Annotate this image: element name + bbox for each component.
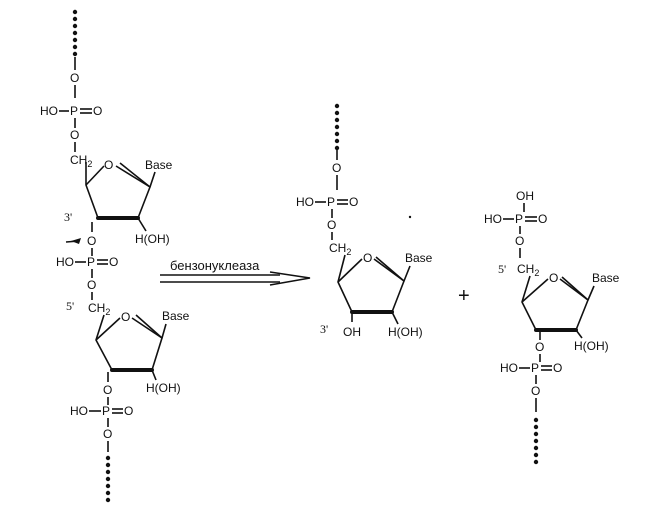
prime-5-label: 5' (498, 262, 506, 276)
atom-o: O (70, 71, 79, 85)
base-label: Base (592, 271, 620, 285)
atom-o: O (109, 255, 118, 269)
atom-ho: HO (484, 212, 502, 226)
atom-o: O (103, 383, 112, 397)
atom-o: O (553, 361, 562, 375)
atom-o: O (93, 104, 102, 118)
h-oh-label: H(OH) (146, 381, 181, 395)
atom-p: P (70, 104, 78, 118)
atom-ho: HO (40, 104, 58, 118)
ring-oxygen: O (549, 271, 558, 285)
chain-dots-bottom (105, 455, 111, 503)
reaction-arrow: бензонуклеаза (160, 258, 311, 286)
chain-dots-bottom (533, 417, 539, 465)
atom-p: P (531, 361, 539, 375)
atom-o: O (531, 384, 540, 398)
atom-ch2: CH2 (329, 241, 351, 257)
left-chain: O HO P O O CH2 O Base H(OH) 3' O HO P (40, 9, 190, 503)
atom-o: O (103, 427, 112, 441)
h-oh-label: H(OH) (574, 339, 609, 353)
atom-o: O (515, 234, 524, 248)
atom-p: P (515, 212, 523, 226)
atom-ho: HO (70, 404, 88, 418)
chain-dots-top (72, 9, 78, 57)
prime-3-label: 3' (64, 210, 72, 224)
h-oh-label: H(OH) (135, 232, 170, 246)
atom-ho: HO (296, 195, 314, 209)
atom-ch2: CH2 (70, 153, 92, 169)
product-2: OH HO P O O 5' CH2 O Base H(OH) O HO P O… (484, 189, 620, 465)
ring-oxygen: O (363, 251, 372, 265)
atom-o: O (87, 234, 96, 248)
atom-o: O (535, 340, 544, 354)
atom-o: O (70, 128, 79, 142)
atom-o: O (538, 212, 547, 226)
base-label: Base (162, 309, 190, 323)
prime-3-label: 3' (320, 322, 328, 336)
atom-o: O (327, 218, 336, 232)
product-1: O HO P O O CH2 O Base OH 3' H(OH) (296, 103, 433, 339)
atom-p: P (327, 195, 335, 209)
plus-sign: + (458, 285, 470, 307)
atom-ch2: CH2 (88, 301, 110, 317)
ring-oxygen: O (121, 310, 130, 324)
enzyme-label: бензонуклеаза (170, 258, 260, 273)
oh-label: OH (343, 325, 361, 339)
prime-5-label: 5' (66, 299, 74, 313)
ring-oxygen: O (104, 158, 113, 172)
atom-o: O (124, 404, 133, 418)
oh-label: OH (516, 189, 534, 203)
atom-p: P (87, 255, 95, 269)
atom-o: O (332, 161, 341, 175)
atom-o: O (349, 195, 358, 209)
atom-p: P (102, 404, 110, 418)
chain-dots-top (334, 103, 340, 151)
speck (408, 215, 412, 219)
base-label: Base (405, 251, 433, 265)
atom-ch2: CH2 (517, 262, 539, 278)
h-oh-label: H(OH) (388, 325, 423, 339)
base-label: Base (145, 158, 173, 172)
atom-ho: HO (500, 361, 518, 375)
atom-o: O (87, 278, 96, 292)
atom-ho: HO (56, 255, 74, 269)
